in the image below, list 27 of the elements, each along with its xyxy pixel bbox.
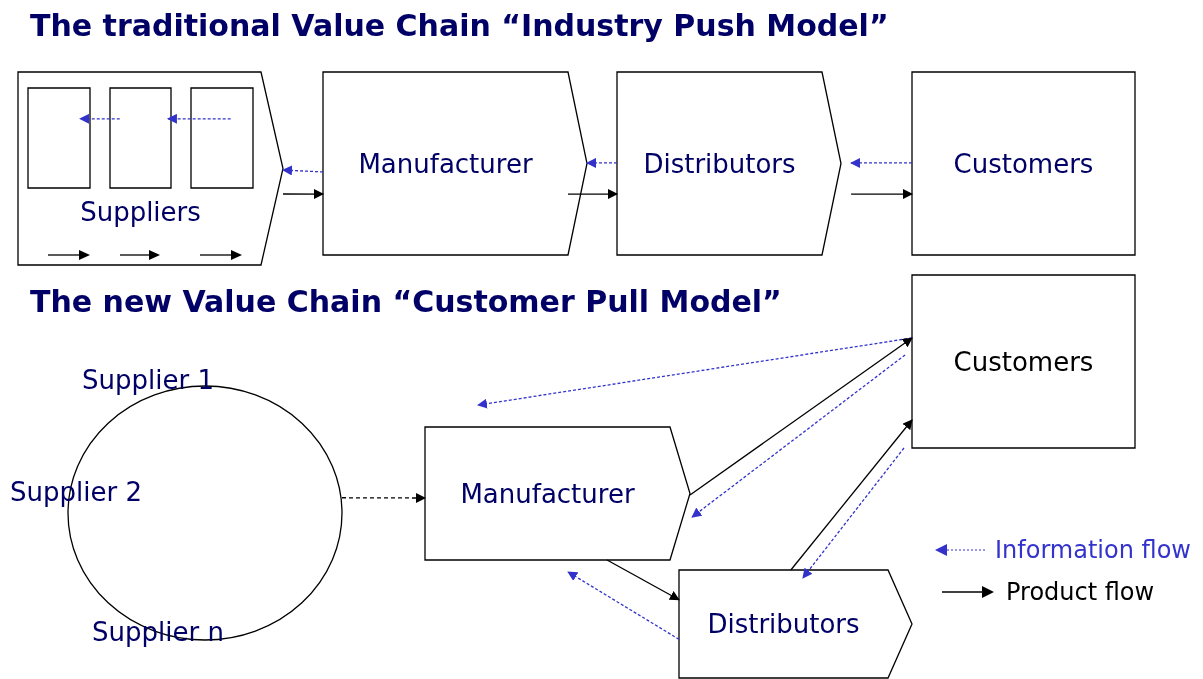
node-label: Manufacturer — [357, 149, 534, 179]
node-label: Customers — [952, 347, 1095, 377]
arrow — [850, 157, 913, 168]
legend-label: Information flow — [995, 536, 1191, 564]
arrow — [79, 113, 121, 124]
node-label: Distributors — [642, 149, 797, 179]
heading: The traditional Value Chain “Industry Push Model” — [30, 8, 889, 43]
heading: The new Value Chain “Customer Pull Model” — [30, 284, 782, 319]
arrow — [802, 447, 905, 579]
arrow — [586, 157, 618, 168]
arrow — [282, 189, 324, 200]
arrow — [567, 571, 680, 640]
node-label: Customers — [952, 149, 1095, 179]
legend-label: Product flow — [1006, 578, 1155, 606]
node-label: Suppliers — [79, 198, 202, 227]
arrow — [691, 354, 906, 518]
arrow — [689, 337, 913, 496]
arrow — [282, 165, 324, 176]
arrow — [341, 493, 426, 503]
arrow — [166, 113, 232, 124]
arrow — [606, 559, 680, 601]
arrow — [850, 189, 913, 200]
arrow — [567, 189, 618, 200]
arrow — [790, 419, 913, 571]
node-label: Manufacturer — [459, 479, 636, 509]
arrow — [477, 337, 913, 409]
node-label: Distributors — [706, 610, 861, 639]
